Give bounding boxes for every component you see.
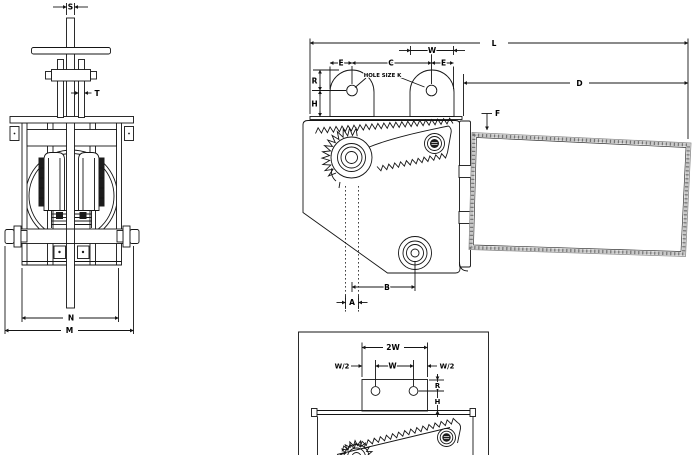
ratchet-hub — [320, 126, 373, 179]
label-L: L — [492, 39, 497, 48]
label-N: N — [68, 314, 74, 323]
gear-hub — [338, 439, 374, 455]
label-H-top: H — [311, 100, 317, 109]
clamp-block — [51, 69, 91, 82]
dim-2W: 2W — [361, 342, 428, 377]
label-R-top: R — [312, 77, 318, 86]
label-E-right: E — [441, 59, 446, 68]
dim-RH-bottom: R H — [418, 374, 444, 417]
label-M: M — [66, 326, 73, 335]
axle-bolt-right — [129, 229, 140, 244]
mount-plate — [361, 379, 428, 412]
label-T: T — [94, 89, 100, 98]
dim-A: A — [336, 295, 368, 309]
view-frame — [298, 331, 489, 455]
label-F: F — [495, 109, 500, 118]
mount-hole-right — [408, 386, 419, 396]
mount-hole-left — [370, 386, 381, 396]
gear-stack — [51, 210, 92, 228]
arm-bolt — [424, 133, 445, 154]
dim-W-row: W/2 W W/2 — [334, 360, 456, 386]
top-plate — [9, 116, 134, 124]
dim-W-top: W — [399, 45, 465, 56]
dim-S: S — [53, 1, 88, 15]
dim-RH-top: R H — [310, 69, 346, 117]
label-W2-left: W/2 — [335, 362, 350, 370]
label-E-left: E — [338, 59, 343, 68]
dim-M: M — [4, 246, 134, 336]
label-W2-right: W/2 — [440, 362, 455, 370]
label-C: C — [388, 59, 394, 68]
dim-T: T — [71, 88, 102, 99]
dim-B: B — [351, 261, 416, 293]
label-S: S — [68, 3, 73, 12]
label-A: A — [349, 298, 355, 307]
dim-F: F — [481, 108, 501, 131]
serrated-edge-top — [315, 117, 454, 135]
label-D: D — [576, 79, 582, 88]
mount-hole-right — [425, 84, 438, 97]
handle-blade — [468, 132, 692, 257]
front-view: S T N M — [4, 1, 140, 336]
handle-clamp-tab — [458, 165, 472, 178]
label-2W: 2W — [386, 343, 400, 352]
mount-view: 2W W/2 W W/2 R H — [298, 331, 489, 455]
handle-crossbar — [31, 47, 111, 55]
mount-hole-left — [346, 84, 358, 97]
label-R-bottom: R — [435, 382, 441, 390]
pawl-housings — [38, 152, 105, 211]
arm-bolt — [437, 428, 456, 447]
gear-teeth-sector — [320, 126, 358, 177]
label-B: B — [384, 283, 390, 292]
axle — [4, 225, 140, 248]
label-W-top: W — [428, 46, 437, 55]
axle-bolt-left — [4, 229, 15, 244]
mount-plate-edge — [309, 116, 463, 120]
label-hole-size-k: HOLE SIZE K — [364, 73, 402, 79]
dim-N: N — [21, 268, 119, 324]
dim-D: D — [463, 74, 689, 116]
side-view: L D E C E — [302, 38, 692, 312]
callout-hole-size: HOLE SIZE K — [354, 72, 425, 88]
dim-ECE: E C E — [329, 53, 454, 89]
center-rod — [66, 17, 75, 309]
label-W-mid: W — [388, 362, 397, 371]
label-H-bottom: H — [435, 398, 441, 406]
dim-L: L — [309, 38, 689, 139]
